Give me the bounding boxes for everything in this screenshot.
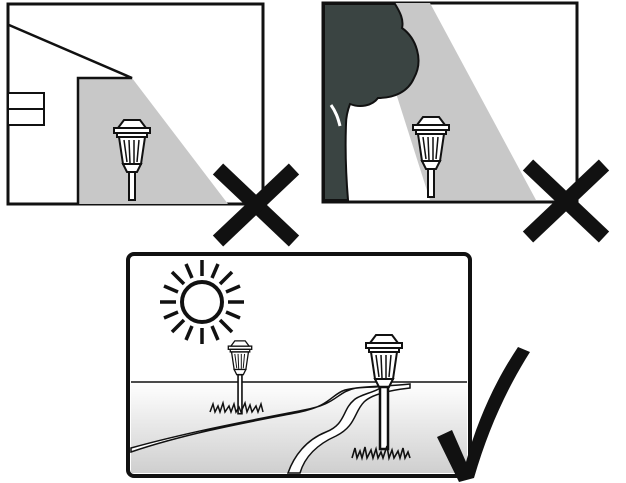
sun-icon — [160, 260, 244, 344]
panel-open-yard — [128, 254, 470, 476]
